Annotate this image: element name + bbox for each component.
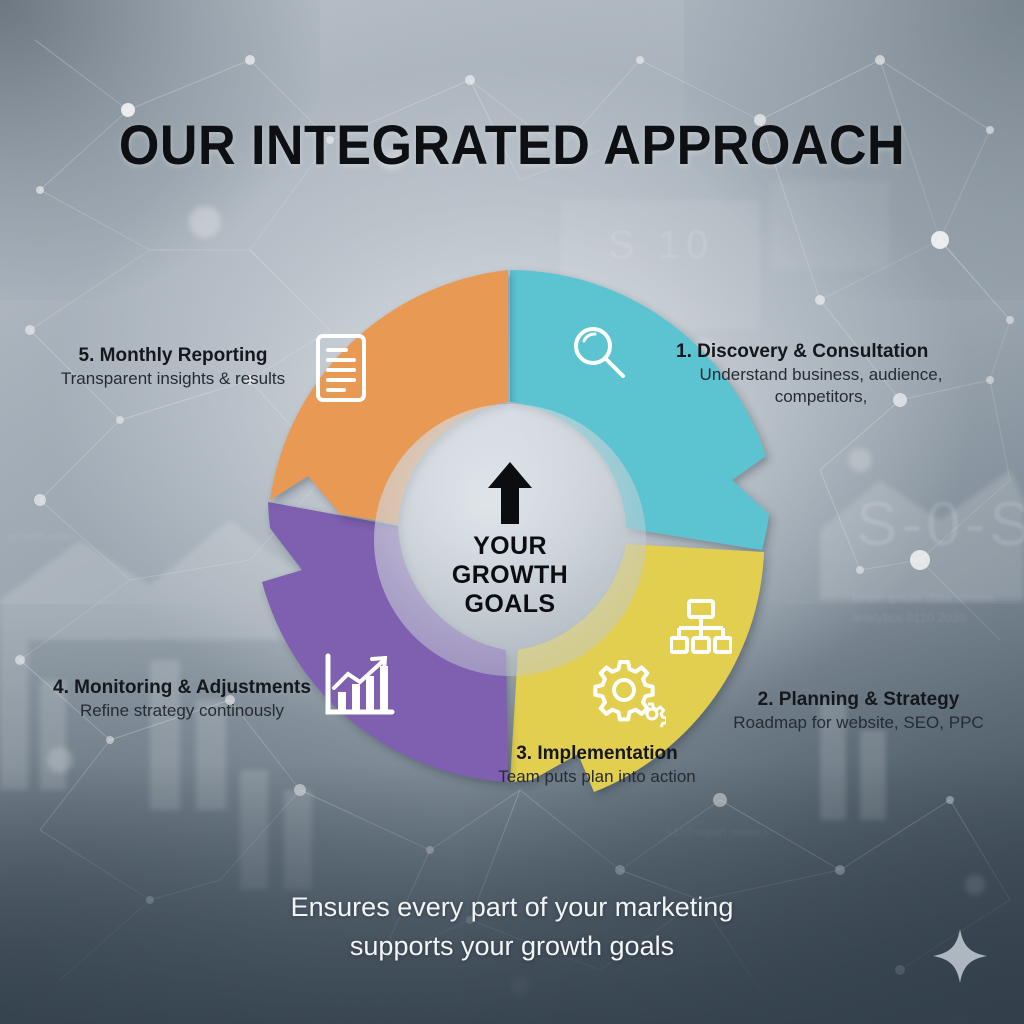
- footer-caption: Ensures every part of your marketing sup…: [0, 888, 1024, 966]
- background-bottom-band: [0, 764, 1024, 1024]
- up-arrow-icon: [488, 461, 532, 524]
- step-desc-discovery-line1: Understand business, audience,: [699, 364, 943, 384]
- step-title-monitoring: 4. Monitoring & Adjustments: [53, 677, 311, 698]
- segment-monitoring[interactable]: [262, 502, 508, 782]
- footer-line-1: Ensures every part of your marketing: [290, 892, 734, 922]
- step-title-implementation: 3. Implementation: [516, 743, 678, 764]
- step-label-reporting[interactable]: 5. Monthly Reporting Transparent insight…: [48, 344, 298, 390]
- cycle-ring-svg: [262, 270, 769, 792]
- segment-reporting[interactable]: [270, 270, 508, 524]
- growth-chart-icon: [325, 653, 395, 715]
- cycle-diagram: YOUR GROWTH GOALS: [222, 252, 798, 828]
- gears-icon: [593, 660, 666, 728]
- page-title: OUR INTEGRATED APPROACH: [118, 113, 906, 176]
- step-desc-reporting: Transparent insights & results: [60, 368, 286, 388]
- step-desc-monitoring: Refine strategy continously: [79, 700, 285, 720]
- center-line-1: YOUR: [473, 531, 547, 560]
- center-label: YOUR GROWTH GOALS: [452, 532, 568, 619]
- step-title-reporting: 5. Monthly Reporting: [78, 345, 268, 366]
- step-desc-planning: Roadmap for website, SEO, PPC: [733, 712, 984, 732]
- magnifier-icon: [574, 327, 625, 378]
- step-title-planning: 2. Planning & Strategy: [757, 689, 960, 710]
- step-label-monitoring[interactable]: 4. Monitoring & Adjustments Refine strat…: [38, 676, 326, 722]
- step-title-discovery: 1. Discovery & Consultation: [676, 341, 929, 362]
- step-label-implementation[interactable]: 3. Implementation Team puts plan into ac…: [466, 742, 728, 788]
- sparkle-icon: [933, 929, 987, 983]
- center-line-3: GOALS: [464, 589, 556, 618]
- svg-text:analytics 0110 2039: analytics 0110 2039: [852, 610, 967, 625]
- center-hub: YOUR GROWTH GOALS: [374, 404, 646, 676]
- step-desc-implementation: Team puts plan into action: [498, 766, 696, 786]
- center-line-2: GROWTH: [451, 560, 569, 589]
- svg-text:lorem ipsum data stream: lorem ipsum data stream: [852, 590, 995, 605]
- segment-discovery[interactable]: [510, 270, 769, 550]
- svg-text:S-0-S: S-0-S: [856, 490, 1024, 559]
- svg-text:S 10: S 10: [608, 223, 714, 267]
- svg-text:growth index: growth index: [8, 529, 76, 543]
- step-desc-discovery-line2: competitors,: [774, 386, 868, 406]
- hierarchy-icon: [670, 599, 732, 654]
- footer-line-2: supports your growth goals: [349, 931, 675, 962]
- document-report-icon: [316, 334, 366, 402]
- segment-planning[interactable]: [510, 544, 764, 792]
- step-label-planning[interactable]: 2. Planning & Strategy Roadmap for websi…: [716, 688, 1001, 734]
- step-label-discovery[interactable]: 1. Discovery & Consultation Understand b…: [676, 340, 966, 408]
